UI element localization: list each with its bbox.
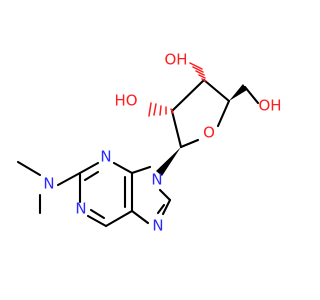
- glycosidic-wedge: [156, 147, 181, 176]
- hash-c2-oh: [148, 102, 174, 117]
- bond-c4-c3: [202, 78, 231, 103]
- bond-c3-c2: [170, 78, 206, 113]
- bond-c2-n3-double: [83, 170, 100, 182]
- molecule-canvas: N N N N N O HO OH OH: [16, 50, 282, 235]
- bond-c5-c6: [104, 209, 134, 228]
- structure-diagram: N N N N N O HO OH OH: [16, 51, 282, 235]
- bond-c1-oring: [179, 138, 200, 149]
- bond-c4-n9: [130, 165, 152, 175]
- bond-c8-n7: [161, 198, 172, 216]
- bond-n9-c8: [158, 188, 172, 202]
- bond-nme2-c2: [56, 171, 82, 187]
- c5-wedge: [229, 84, 247, 101]
- atom-o5-hydroxyl: OH: [258, 97, 281, 115]
- bond-n3-c4: [112, 161, 134, 175]
- atom-n-dimethyl: N: [43, 175, 54, 193]
- atom-o2-hydroxyl: HO: [114, 92, 137, 110]
- hash-c3-oh: [189, 62, 207, 82]
- bond-c5-o5: [243, 85, 260, 105]
- bond-n7-c5: [130, 209, 150, 225]
- atom-n7: N: [152, 217, 163, 235]
- bond-c2-n3: [78, 161, 100, 175]
- atom-n1: N: [75, 200, 86, 218]
- atom-n3: N: [100, 148, 111, 166]
- atom-n9: N: [151, 171, 162, 189]
- bond-methyl-1: [16, 160, 42, 177]
- bond-c8-n7-double: [156, 203, 166, 215]
- bond-c6-n1-double: [89, 208, 106, 220]
- atom-o3-hydroxyl: OH: [164, 51, 187, 69]
- atom-o-ring: O: [203, 124, 215, 142]
- bond-oring-c4: [216, 99, 231, 128]
- bond-c2-c1: [170, 109, 183, 149]
- bond-c6-n1: [86, 214, 108, 228]
